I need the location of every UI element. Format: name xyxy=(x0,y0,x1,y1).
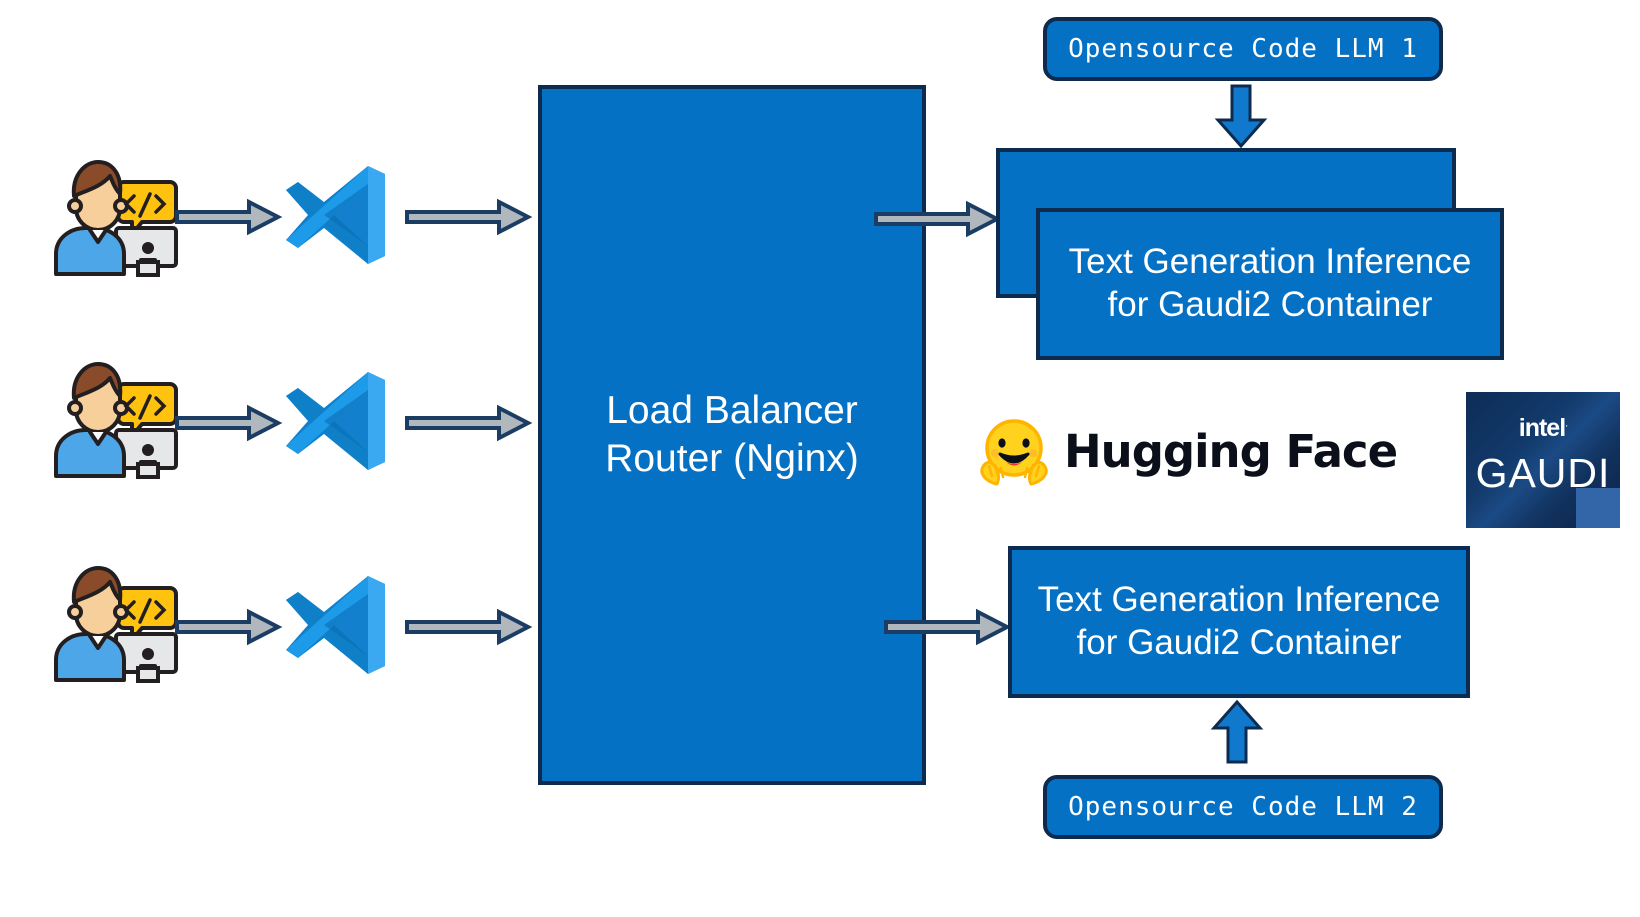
llm2-label: Opensource Code LLM 2 xyxy=(1068,792,1418,822)
badge-corner-accent xyxy=(1576,488,1620,528)
vscode-icon xyxy=(280,160,390,270)
arrow-balancer-to-top-container xyxy=(874,200,1002,238)
vscode-icon xyxy=(280,570,390,680)
arrow-llm2-to-bottom-container-icon xyxy=(1206,699,1268,764)
load-balancer-box[interactable]: Load Balancer Router (Nginx) xyxy=(538,85,926,785)
arrow-balancer-to-bottom-container xyxy=(884,608,1012,646)
load-balancer-line2: Router (Nginx) xyxy=(605,437,859,480)
arrow-llm1-to-top-container-icon xyxy=(1210,84,1272,149)
hugging-face-logo: Hugging Face xyxy=(978,418,1398,486)
top-container-label: Text Generation Inference for Gaudi2 Con… xyxy=(1068,242,1472,324)
opensource-code-llm-1-box[interactable]: Opensource Code LLM 1 xyxy=(1043,17,1443,81)
llm1-label: Opensource Code LLM 1 xyxy=(1068,34,1418,64)
bottom-container-box[interactable]: Text Generation Inference for Gaudi2 Con… xyxy=(1008,546,1470,698)
arrow-editor3-to-balancer xyxy=(405,608,533,646)
developer-workstation-icon xyxy=(38,150,178,277)
load-balancer-line1: Load Balancer xyxy=(606,389,858,433)
hugging-face-icon xyxy=(978,418,1050,486)
vscode-icon xyxy=(280,366,390,476)
developer-workstation-icon xyxy=(38,556,178,683)
opensource-code-llm-2-box[interactable]: Opensource Code LLM 2 xyxy=(1043,775,1443,839)
hugging-face-wordmark: Hugging Face xyxy=(1064,424,1398,478)
arrow-editor1-to-balancer xyxy=(405,198,533,236)
arrow-user2-to-editor2 xyxy=(175,404,283,442)
arrow-user1-to-editor1 xyxy=(175,198,283,236)
arrow-user3-to-editor3 xyxy=(175,608,283,646)
developer-workstation-icon xyxy=(38,352,178,479)
bottom-container-label: Text Generation Inference for Gaudi2 Con… xyxy=(1037,580,1441,662)
arrow-editor2-to-balancer xyxy=(405,404,533,442)
top-container-box[interactable]: Text Generation Inference for Gaudi2 Con… xyxy=(1036,208,1504,360)
intel-gaudi-badge: intel. GAUDI xyxy=(1466,392,1620,528)
intel-wordmark: intel. xyxy=(1518,413,1569,442)
